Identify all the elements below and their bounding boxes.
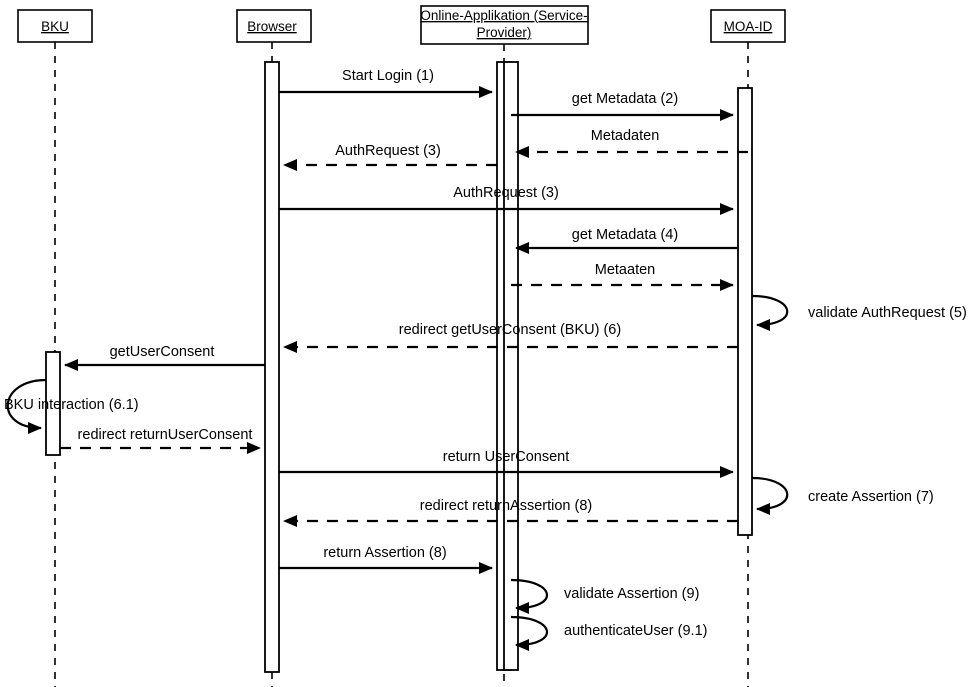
self-loop-path bbox=[751, 476, 789, 515]
message-label: redirect returnAssertion (8) bbox=[420, 498, 592, 514]
activation-bar-browser[interactable] bbox=[264, 61, 280, 673]
message-label: Metaaten bbox=[595, 262, 655, 278]
self-message-label: create Assertion (7) bbox=[808, 489, 934, 505]
message-label: return UserConsent bbox=[443, 449, 570, 465]
self-message-label: BKU interaction (6.1) bbox=[4, 397, 139, 413]
lifeline-box-bku[interactable] bbox=[17, 9, 93, 43]
self-message-label: validate Assertion (9) bbox=[564, 586, 699, 602]
message-label: Start Login (1) bbox=[342, 68, 434, 84]
self-loop-path bbox=[510, 615, 548, 651]
message-redirect-returnuserconsent[interactable]: redirect returnUserConsent bbox=[60, 427, 261, 454]
lifeline-box-browser[interactable] bbox=[236, 9, 312, 43]
message-metadaten-1[interactable]: Metadaten bbox=[515, 128, 748, 158]
self-message-validate-authrequest[interactable]: validate AuthRequest (5) bbox=[751, 294, 967, 331]
message-start-login[interactable]: Start Login (1) bbox=[279, 68, 493, 98]
self-messages-layer: validate AuthRequest (5) BKU interaction… bbox=[4, 294, 967, 651]
lifeline-box-oa[interactable] bbox=[420, 5, 589, 45]
activation-bar-oa-inner[interactable] bbox=[503, 61, 519, 671]
lifeline-label-moaid: MOA-ID bbox=[724, 19, 773, 34]
lifeline-label-oa-line2: Provider) bbox=[477, 25, 532, 40]
message-label: get Metadata (4) bbox=[572, 227, 678, 243]
message-label: return Assertion (8) bbox=[323, 545, 446, 561]
message-metadaten-2[interactable]: Metaaten bbox=[511, 262, 734, 291]
message-label: AuthRequest (3) bbox=[453, 185, 559, 201]
lifeline-label-bku: BKU bbox=[41, 19, 69, 34]
self-message-bku-interaction[interactable]: BKU interaction (6.1) bbox=[4, 378, 139, 434]
message-authrequest-3-to-moaid[interactable]: AuthRequest (3) bbox=[279, 185, 734, 215]
self-message-label: authenticateUser (9.1) bbox=[564, 623, 707, 639]
message-get-metadata-4[interactable]: get Metadata (4) bbox=[515, 227, 738, 254]
message-label: getUserConsent bbox=[110, 344, 215, 360]
activation-bar-bku[interactable] bbox=[45, 351, 61, 456]
self-message-validate-assertion[interactable]: validate Assertion (9) bbox=[510, 578, 699, 614]
message-redirect-returnassertion[interactable]: redirect returnAssertion (8) bbox=[283, 498, 738, 527]
message-label: redirect returnUserConsent bbox=[78, 427, 253, 443]
message-return-assertion[interactable]: return Assertion (8) bbox=[279, 545, 493, 574]
message-label: get Metadata (2) bbox=[572, 91, 678, 107]
self-loop-path bbox=[751, 294, 789, 331]
self-message-authenticate-user[interactable]: authenticateUser (9.1) bbox=[510, 615, 707, 651]
self-message-label: validate AuthRequest (5) bbox=[808, 305, 967, 321]
lifeline-label-browser: Browser bbox=[247, 19, 297, 34]
message-label: Metadaten bbox=[591, 128, 660, 144]
message-get-metadata-2[interactable]: get Metadata (2) bbox=[511, 91, 734, 121]
lifeline-label-oa-line1: Online-Applikation (Service- bbox=[420, 8, 587, 23]
message-label: redirect getUserConsent (BKU) (6) bbox=[399, 322, 621, 338]
lifeline-bku[interactable]: BKU bbox=[17, 9, 93, 687]
activation-bar-moaid[interactable] bbox=[737, 87, 753, 536]
self-loop-path bbox=[510, 578, 548, 614]
message-authrequest-3-to-browser[interactable]: AuthRequest (3) bbox=[283, 143, 497, 171]
self-loop-path bbox=[6, 378, 47, 434]
message-getuserconsent[interactable]: getUserConsent bbox=[64, 344, 265, 371]
message-redirect-getuserconsent[interactable]: redirect getUserConsent (BKU) (6) bbox=[283, 322, 738, 353]
message-return-userconsent[interactable]: return UserConsent bbox=[279, 449, 734, 478]
message-label: AuthRequest (3) bbox=[335, 143, 441, 159]
lifeline-box-moaid[interactable] bbox=[710, 9, 786, 43]
self-message-create-assertion[interactable]: create Assertion (7) bbox=[751, 476, 934, 515]
activations-layer bbox=[45, 61, 753, 673]
messages-layer: Start Login (1) get Metadata (2) Metadat… bbox=[60, 68, 748, 574]
